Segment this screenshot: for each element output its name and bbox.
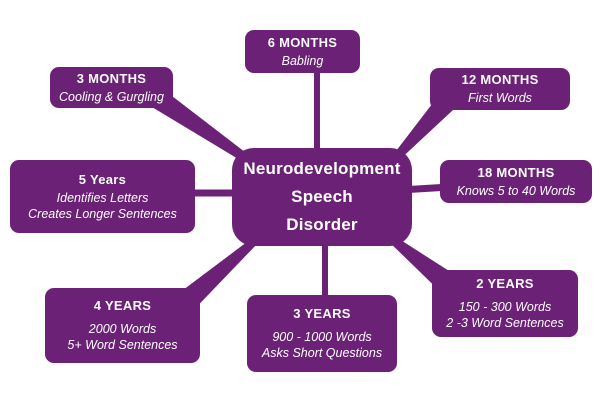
connector-3-months xyxy=(143,83,262,171)
node-18-months: 18 MONTHS Knows 5 to 40 Words xyxy=(440,160,592,203)
center-title-line-1: Neurodevelopment xyxy=(243,159,401,178)
node-detail: Asks Short Questions xyxy=(261,346,383,360)
node-2-years: 2 YEARS 150 - 300 Words 2 -3 Word Senten… xyxy=(432,270,578,337)
node-title: 6 MONTHS xyxy=(267,34,338,50)
node-detail: First Words xyxy=(468,91,532,105)
center-title-line-2: Speech xyxy=(291,187,353,206)
node-3-years: 3 YEARS 900 - 1000 Words Asks Short Ques… xyxy=(247,295,397,372)
node-5-years: 5 Years Identifies Letters Creates Longe… xyxy=(10,160,195,233)
center-title-line-3: Disorder xyxy=(286,215,358,234)
node-detail: 2000 Words xyxy=(88,322,157,336)
node-detail: Knows 5 to 40 Words xyxy=(456,183,576,198)
node-detail: 2 -3 Word Sentences xyxy=(446,316,564,330)
node-3-months: 3 MONTHS Cooling & Gurgling xyxy=(50,67,173,108)
node-title: 18 MONTHS xyxy=(477,164,555,180)
node-4-years: 4 YEARS 2000 Words 5+ Word Sentences xyxy=(45,288,200,363)
node-detail: 150 - 300 Words xyxy=(458,300,552,314)
node-title: 2 YEARS xyxy=(476,276,534,291)
node-title: 3 YEARS xyxy=(293,306,351,321)
node-detail: Cooling & Gurgling xyxy=(59,89,164,104)
node-12-months: 12 MONTHS First Words xyxy=(430,68,570,110)
connector-4-years xyxy=(180,235,261,309)
node-detail: Identifies Letters xyxy=(56,190,149,205)
node-title: 5 Years xyxy=(78,171,127,187)
node-detail: 5+ Word Sentences xyxy=(67,338,178,352)
node-title: 4 YEARS xyxy=(93,298,152,313)
node-detail: Creates Longer Sentences xyxy=(28,206,177,221)
center-node: Neurodevelopment Speech Disorder xyxy=(232,148,412,246)
node-detail: Babling xyxy=(281,53,324,68)
node-detail: 900 - 1000 Words xyxy=(272,330,372,344)
node-title: 3 MONTHS xyxy=(76,70,147,86)
node-6-months: 6 MONTHS Babling xyxy=(245,30,360,73)
node-title: 12 MONTHS xyxy=(461,72,539,87)
